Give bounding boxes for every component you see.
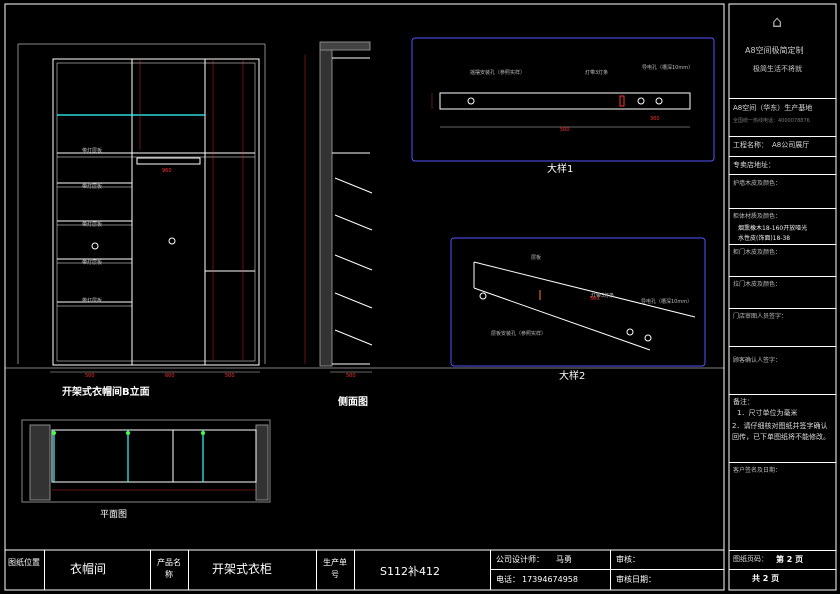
- notes-title: 备注：: [733, 398, 754, 406]
- detail2-label: 大样2: [559, 371, 586, 382]
- store-confirm-label: 门店审图人员签字：: [733, 313, 788, 320]
- designer-value: 马勇: [556, 555, 572, 564]
- shelf-label: 带灯层板: [82, 298, 103, 304]
- door-material-label: 柜门木皮及颜色：: [733, 249, 782, 256]
- order-label: 生产单号: [323, 558, 347, 579]
- plan-view-label: 平面图: [100, 510, 128, 520]
- board-material-label: 柜体材质及颜色：: [733, 213, 782, 220]
- side-view-drawing: [304, 41, 373, 373]
- hotline: 全国统一热线电话：4000078876: [733, 118, 810, 124]
- detail1-wire-note: 导电孔（槽深10mm）: [642, 65, 694, 71]
- product-name-value: 开架式衣柜: [212, 562, 273, 576]
- plan-view-drawing: [21, 419, 271, 503]
- designer-label: 公司设计师：: [496, 555, 544, 564]
- position-value: 衣帽间: [70, 562, 107, 576]
- product-name-label: 产品名称: [157, 558, 181, 579]
- page-total: 共 2 页: [752, 574, 780, 583]
- detail1-hole-note: 摇摆安装孔（参照实样）: [470, 70, 526, 76]
- detail1-drawing: [411, 37, 715, 162]
- brand-logo-icon: ⌂: [772, 12, 783, 31]
- detail1-groove-note: 灯带3灯条: [585, 70, 609, 76]
- svg-text:960: 960: [162, 168, 172, 174]
- position-label: 图纸位置: [8, 558, 40, 567]
- note-2: 2．请仔细核对图纸并签字确认回传，已下单图纸将不能修改。: [732, 422, 830, 441]
- elevation-drawing: [17, 43, 266, 373]
- address-label: 专卖店地址：: [733, 161, 775, 169]
- order-value: S112补412: [380, 565, 440, 578]
- svg-text:500: 500: [560, 127, 570, 133]
- detail2-drawing: [450, 237, 706, 367]
- phone-label: 电话：: [496, 575, 520, 584]
- side-view-label: 侧面图: [338, 397, 368, 408]
- review-date-label: 审核日期：: [616, 575, 656, 584]
- customer-confirm-label: 顾客确认人签字：: [733, 357, 782, 364]
- svg-text:300: 300: [650, 116, 660, 122]
- page-current: 第 2 页: [776, 555, 804, 564]
- project-label: 工程名称：: [733, 141, 768, 149]
- detail2-wire-note: 导电孔（槽深10mm）: [641, 299, 693, 305]
- elevation-label: 开架式衣帽间B立面: [62, 387, 150, 398]
- note-1: 1．尺寸单位为毫米: [737, 409, 798, 417]
- svg-text:500: 500: [346, 373, 356, 379]
- owner-sign-label: 客户签名及日期：: [733, 467, 782, 474]
- brand-slogan: 极简生活不将就: [753, 65, 802, 73]
- detail2-material-note: 层板: [531, 255, 542, 261]
- handle-material-label: 拉门木皮及颜色：: [733, 281, 782, 288]
- shelf-label: 带灯层板: [82, 184, 103, 190]
- detail2-hole-note: 层板安装孔（参照实样）: [491, 331, 547, 337]
- frame-material-label: 护墙木皮及颜色：: [733, 180, 782, 187]
- page-label: 图纸页码：: [733, 555, 768, 563]
- shelf-label: 带灯层板: [82, 148, 103, 154]
- svg-text:500: 500: [225, 373, 235, 379]
- project-value: A8公司展厅: [772, 141, 810, 149]
- svg-text:500: 500: [590, 296, 600, 302]
- brand-name: A8空间极简定制: [745, 46, 804, 55]
- base-name: A8空间（华东）生产基地: [733, 104, 813, 112]
- shelf-label: 带灯层板: [82, 260, 103, 266]
- board-material-value: 烟熏橡木18-160开放哑光 水性皮(饰面)18-38: [738, 225, 808, 242]
- detail2-groove-note: 灯带3灯条: [591, 293, 615, 299]
- svg-text:600: 600: [165, 373, 175, 379]
- review-label: 审核：: [616, 555, 640, 564]
- phone-value: 17394674958: [522, 575, 578, 584]
- svg-text:500: 500: [85, 373, 95, 379]
- detail1-label: 大样1: [547, 164, 574, 175]
- shelf-label: 带灯层板: [82, 222, 103, 228]
